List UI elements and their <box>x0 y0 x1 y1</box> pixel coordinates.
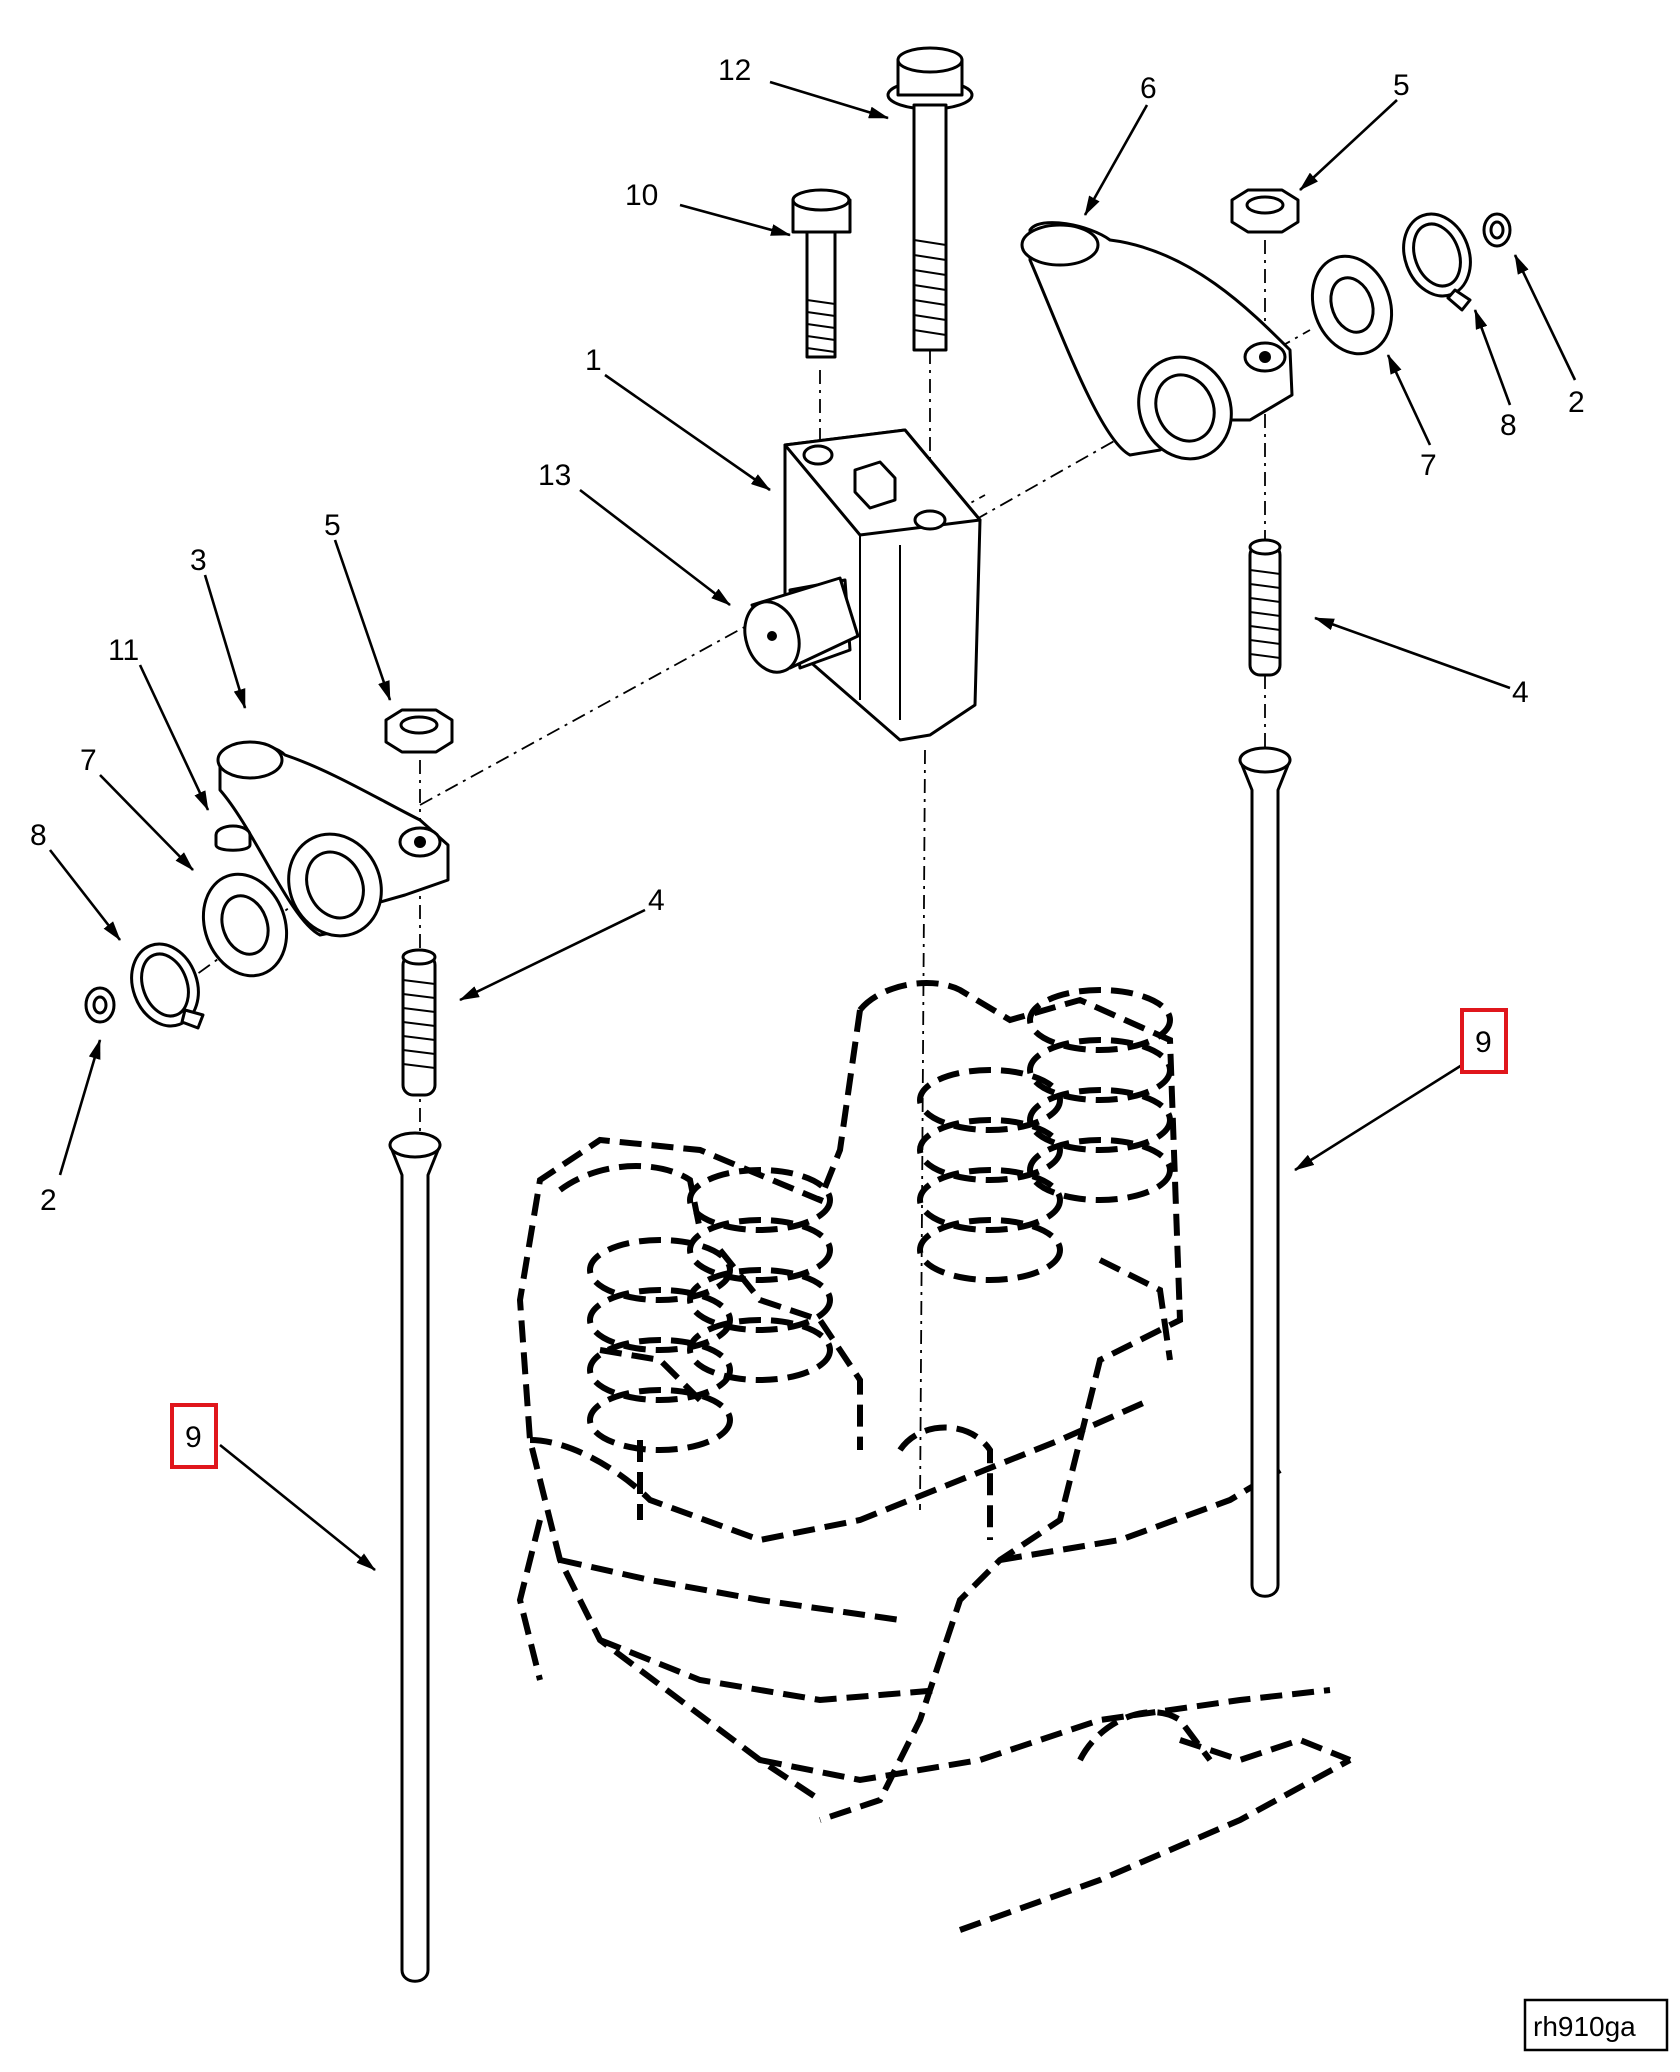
callout-13: 13 <box>538 459 571 492</box>
callout-5-right: 5 <box>1393 69 1410 102</box>
leader-arrows <box>48 80 1577 1572</box>
rocker-arm-right <box>1020 221 1294 461</box>
snap-ring-left <box>130 942 205 1030</box>
rocker-pedestal <box>783 428 982 742</box>
callout-9-left-highlight <box>170 1403 218 1469</box>
callout-6: 6 <box>1140 72 1157 105</box>
small-nut-right <box>1482 212 1512 248</box>
long-flange-bolt <box>886 46 974 352</box>
dowel-pin <box>214 824 252 852</box>
callout-2-right: 2 <box>1568 386 1585 419</box>
callout-1: 1 <box>585 344 602 377</box>
callout-8-right: 8 <box>1500 409 1517 442</box>
push-rod-right <box>1238 746 1292 1598</box>
callout-10: 10 <box>625 179 658 212</box>
callout-7-left: 7 <box>80 744 97 777</box>
figure-id-tag: rh910ga <box>1523 1998 1669 2052</box>
thrust-washer-left <box>201 872 289 978</box>
callout-8-left: 8 <box>30 819 47 852</box>
figure-id: rh910ga <box>1533 2011 1636 2042</box>
callout-4-left: 4 <box>648 884 665 917</box>
callout-9-right-highlight <box>1460 1008 1508 1074</box>
callout-labels: 12 10 6 5 2 8 7 1 13 4 5 3 11 7 8 2 4 9 … <box>30 54 1585 1469</box>
callout-11: 11 <box>108 634 139 667</box>
callout-2-left: 2 <box>40 1184 57 1217</box>
short-bolt <box>791 188 852 359</box>
callout-5-left: 5 <box>324 509 341 542</box>
thrust-washer-right <box>1310 254 1394 356</box>
adjusting-nut-right <box>1230 188 1300 234</box>
callout-9-right: 9 <box>1475 1026 1492 1059</box>
cylinder-head-phantom <box>516 980 1352 1933</box>
callout-3: 3 <box>190 544 207 577</box>
adjusting-nut-left <box>384 708 454 754</box>
callout-9-left: 9 <box>185 1421 202 1454</box>
adjusting-screw-left <box>401 948 437 1097</box>
callout-12: 12 <box>718 54 751 87</box>
adjusting-screw-right <box>1248 538 1282 677</box>
rocker-arm-left <box>216 740 450 938</box>
snap-ring-right <box>1402 212 1472 312</box>
callout-7-right: 7 <box>1420 449 1437 482</box>
small-nut-left <box>84 986 116 1024</box>
callout-4-right: 4 <box>1512 676 1529 709</box>
push-rod-left <box>388 1131 442 1983</box>
rocker-shaft <box>743 576 860 674</box>
